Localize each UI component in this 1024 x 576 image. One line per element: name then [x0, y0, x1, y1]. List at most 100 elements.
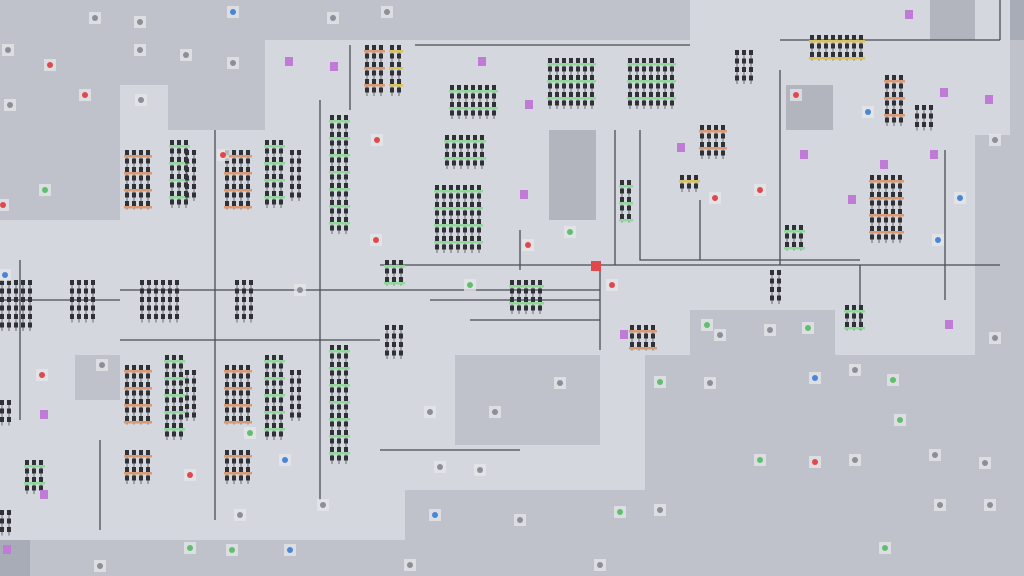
logic-gate[interactable] [399, 260, 403, 265]
logic-gate[interactable] [70, 288, 74, 294]
logic-gate[interactable] [242, 280, 246, 285]
logic-gate[interactable] [714, 133, 718, 139]
logic-gate[interactable] [179, 431, 183, 437]
logic-gate[interactable] [192, 175, 196, 181]
logic-gate[interactable] [170, 157, 174, 162]
wandering-unit[interactable] [594, 559, 606, 571]
logic-gate[interactable] [232, 184, 236, 189]
logic-gate[interactable] [172, 363, 176, 369]
logic-gate[interactable] [562, 100, 566, 106]
wandering-unit[interactable] [894, 414, 906, 426]
logic-gate[interactable] [707, 133, 711, 139]
logic-gate[interactable] [379, 87, 383, 93]
purple-io-block[interactable] [40, 490, 48, 499]
logic-gate[interactable] [0, 305, 4, 311]
logic-gate[interactable] [337, 447, 341, 452]
logic-gate[interactable] [670, 83, 674, 89]
logic-gate[interactable] [239, 382, 243, 387]
logic-gate[interactable] [272, 199, 276, 205]
logic-gate[interactable] [239, 390, 243, 396]
logic-gate[interactable] [7, 510, 11, 515]
logic-gate[interactable] [799, 233, 803, 239]
logic-gate[interactable] [139, 150, 143, 155]
logic-gate[interactable] [562, 92, 566, 97]
logic-gate[interactable] [891, 175, 895, 180]
logic-gate[interactable] [177, 165, 181, 171]
logic-gate[interactable] [891, 183, 895, 189]
logic-gate[interactable] [590, 75, 594, 80]
logic-gate[interactable] [392, 333, 396, 339]
logic-gate[interactable] [583, 75, 587, 80]
logic-gate[interactable] [399, 342, 403, 347]
logic-gate[interactable] [272, 397, 276, 403]
logic-gate[interactable] [239, 167, 243, 172]
logic-gate[interactable] [449, 244, 453, 250]
logic-gate[interactable] [344, 200, 348, 205]
logic-gate[interactable] [0, 527, 4, 532]
logic-gate[interactable] [249, 280, 253, 285]
logic-gate[interactable] [14, 280, 18, 285]
logic-gate[interactable] [265, 389, 269, 394]
logic-gate[interactable] [457, 85, 461, 90]
logic-gate[interactable] [232, 450, 236, 455]
logic-gate[interactable] [84, 280, 88, 285]
logic-gate[interactable] [330, 157, 334, 163]
logic-gate[interactable] [146, 158, 150, 164]
logic-gate[interactable] [656, 100, 660, 106]
logic-gate[interactable] [485, 85, 489, 90]
logic-gate[interactable] [785, 233, 789, 239]
logic-gate[interactable] [344, 362, 348, 367]
logic-gate[interactable] [154, 314, 158, 319]
logic-gate[interactable] [379, 53, 383, 59]
logic-gate[interactable] [892, 117, 896, 123]
logic-gate[interactable] [852, 322, 856, 327]
logic-gate[interactable] [290, 175, 294, 181]
purple-io-block[interactable] [940, 88, 948, 97]
logic-gate[interactable] [397, 87, 401, 93]
logic-gate[interactable] [749, 50, 753, 55]
logic-gate[interactable] [477, 210, 481, 216]
logic-gate[interactable] [225, 475, 229, 481]
logic-gate[interactable] [192, 158, 196, 164]
logic-gate[interactable] [242, 314, 246, 319]
logic-gate[interactable] [884, 183, 888, 189]
logic-gate[interactable] [179, 363, 183, 369]
logic-gate[interactable] [175, 280, 179, 285]
logic-gate[interactable] [192, 370, 196, 375]
logic-gate[interactable] [265, 165, 269, 171]
wandering-unit[interactable] [429, 509, 441, 521]
logic-gate[interactable] [337, 115, 341, 120]
wandering-unit[interactable] [4, 99, 16, 111]
logic-gate-cluster[interactable] [449, 85, 498, 119]
logic-gate[interactable] [379, 70, 383, 76]
logic-gate[interactable] [510, 288, 514, 294]
logic-gate[interactable] [877, 200, 881, 206]
logic-gate[interactable] [337, 379, 341, 384]
logic-gate[interactable] [330, 174, 334, 180]
logic-gate[interactable] [630, 342, 634, 347]
logic-gate[interactable] [125, 184, 129, 189]
logic-gate[interactable] [185, 184, 189, 189]
logic-gate[interactable] [687, 183, 691, 189]
logic-gate[interactable] [330, 345, 334, 350]
logic-gate[interactable] [464, 85, 468, 90]
wandering-unit[interactable] [464, 279, 476, 291]
logic-gate[interactable] [870, 209, 874, 214]
logic-gate-cluster[interactable] [699, 125, 727, 159]
logic-gate[interactable] [125, 399, 129, 404]
logic-gate[interactable] [824, 35, 828, 40]
logic-gate-cluster[interactable] [915, 105, 933, 131]
logic-gate[interactable] [838, 43, 842, 49]
logic-gate[interactable] [172, 414, 176, 420]
logic-gate[interactable] [225, 175, 229, 181]
logic-gate[interactable] [330, 362, 334, 367]
logic-gate[interactable] [179, 414, 183, 420]
logic-gate[interactable] [232, 382, 236, 387]
logic-gate[interactable] [239, 175, 243, 181]
logic-gate[interactable] [390, 62, 394, 67]
logic-gate[interactable] [272, 414, 276, 420]
logic-gate[interactable] [466, 160, 470, 166]
logic-gate[interactable] [239, 192, 243, 198]
wandering-unit[interactable] [989, 134, 1001, 146]
logic-gate[interactable] [7, 408, 11, 414]
